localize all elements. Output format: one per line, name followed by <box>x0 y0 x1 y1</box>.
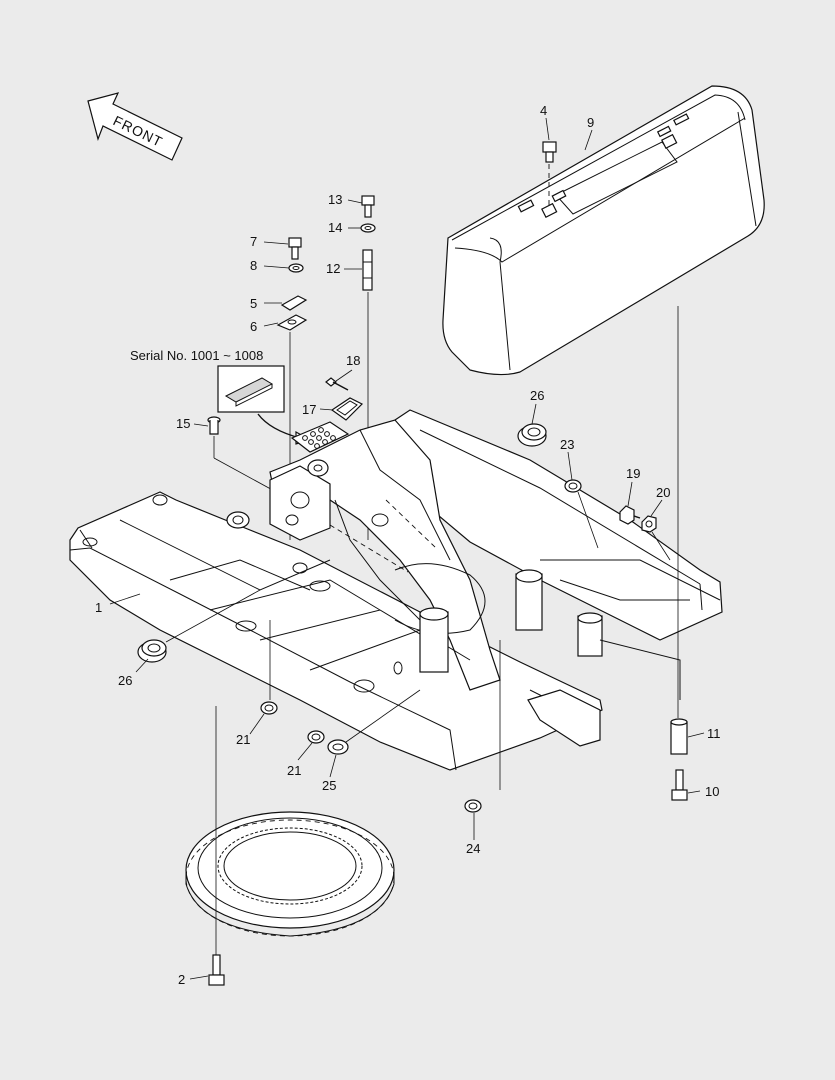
pad-17 <box>330 397 364 421</box>
bolt-4 <box>542 141 557 205</box>
bolt-10 <box>671 769 688 801</box>
bushing-26-upper <box>517 423 547 447</box>
bolt-2 <box>208 954 225 986</box>
callout-numbers: 1 2 4 5 6 7 8 9 10 11 12 13 14 15 17 18 … <box>95 103 721 987</box>
callout-26a: 26 <box>118 673 132 688</box>
callout-15: 15 <box>176 416 190 431</box>
serial-note: Serial No. 1001 ~ 1008 <box>130 348 263 363</box>
callout-26b: 26 <box>530 388 544 403</box>
callout-12: 12 <box>326 261 340 276</box>
callout-1: 1 <box>95 600 102 615</box>
step-plate <box>290 421 350 453</box>
bushing-25 <box>327 739 349 755</box>
bushing-26-lower <box>137 639 167 663</box>
callout-19: 19 <box>626 466 640 481</box>
callout-25: 25 <box>322 778 336 793</box>
callout-20: 20 <box>656 485 670 500</box>
callout-18: 18 <box>346 353 360 368</box>
plate-5 <box>280 295 308 311</box>
callout-13: 13 <box>328 192 342 207</box>
callout-2: 2 <box>178 972 185 987</box>
bolt-7 <box>288 237 302 260</box>
front-arrow: FRONT <box>87 92 183 161</box>
nut-20 <box>641 515 657 533</box>
callout-8: 8 <box>250 258 257 273</box>
washer-8 <box>288 263 304 273</box>
bolt-19 <box>619 505 641 525</box>
washer-14 <box>360 223 376 233</box>
upper-frame <box>69 409 723 771</box>
callout-24: 24 <box>466 841 480 856</box>
callout-14: 14 <box>328 220 342 235</box>
callout-17: 17 <box>302 402 316 417</box>
bushing-24 <box>464 799 482 813</box>
callout-21b: 21 <box>287 763 301 778</box>
callout-11: 11 <box>707 726 721 741</box>
callout-23: 23 <box>560 437 574 452</box>
bushing-21b <box>307 730 325 744</box>
serial-inset <box>217 365 312 445</box>
bracket-12 <box>362 249 373 291</box>
callout-5: 5 <box>250 296 257 311</box>
bolt-13 <box>361 195 375 218</box>
callout-leaders <box>109 117 705 980</box>
callout-9: 9 <box>587 115 594 130</box>
swing-bearing <box>185 811 395 937</box>
callout-7: 7 <box>250 234 257 249</box>
plate-6 <box>276 314 308 331</box>
bushing-21a <box>260 701 278 715</box>
callout-4: 4 <box>540 103 547 118</box>
callout-10: 10 <box>705 784 719 799</box>
bolt-18 <box>325 377 349 391</box>
spacer-11 <box>670 718 688 755</box>
bushing-23 <box>564 479 582 493</box>
callout-21a: 21 <box>236 732 250 747</box>
counterweight <box>442 85 765 376</box>
callout-6: 6 <box>250 319 257 334</box>
